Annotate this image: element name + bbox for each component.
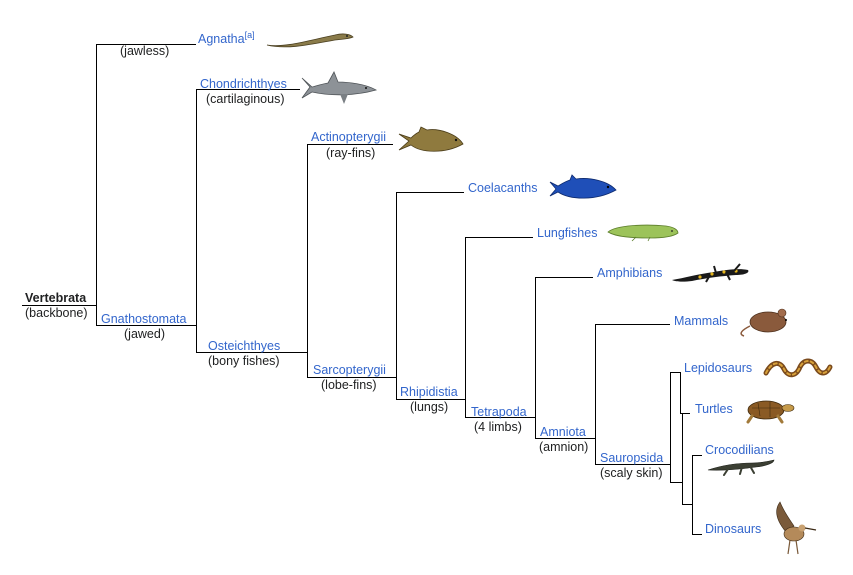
amniota-link[interactable]: Amniota: [540, 425, 586, 439]
lamprey-icon: [266, 33, 354, 48]
dinosaurs-link[interactable]: Dinosaurs: [705, 522, 762, 536]
agnatha-note-link[interactable]: [a]: [244, 30, 255, 40]
agnatha-link[interactable]: Agnatha[a]: [198, 30, 255, 47]
gnathostomata-link[interactable]: Gnathostomata: [101, 312, 187, 326]
tetrapoda-trait: (4 limbs): [474, 420, 522, 434]
rhipidistia-link[interactable]: Rhipidistia: [400, 385, 458, 399]
mammals-link[interactable]: Mammals: [674, 314, 729, 328]
osteichthyes-link[interactable]: Osteichthyes: [208, 339, 281, 353]
gnathostomata-trait: (jawed): [124, 327, 165, 341]
bird-icon: [776, 501, 817, 555]
actinopterygii-link[interactable]: Actinopterygii: [311, 130, 387, 144]
sauropsida-link[interactable]: Sauropsida: [600, 451, 664, 465]
salamander-icon: [672, 263, 749, 283]
sarcopterygii-trait: (lobe-fins): [321, 378, 377, 392]
root-trait: (backbone): [25, 306, 88, 320]
root-label: Vertebrata: [25, 291, 87, 305]
turtles-link[interactable]: Turtles: [695, 402, 733, 416]
tetrapoda-link[interactable]: Tetrapoda: [471, 405, 527, 419]
rhipidistia-trait: (lungs): [410, 400, 449, 414]
actinopterygii-trait: (ray-fins): [326, 146, 376, 160]
chondrichthyes-link[interactable]: Chondrichthyes: [200, 77, 287, 91]
lungfish-icon: [607, 224, 679, 242]
mouse-icon: [740, 308, 787, 337]
osteichthyes-trait: (bony fishes): [208, 354, 280, 368]
sauropsida-trait: (scaly skin): [600, 466, 663, 480]
lungfishes-link[interactable]: Lungfishes: [537, 226, 598, 240]
lepidosaurs-link[interactable]: Lepidosaurs: [684, 361, 753, 375]
snake-icon: [763, 358, 833, 378]
turtle-icon: [746, 400, 795, 424]
amphibians-link[interactable]: Amphibians: [597, 266, 663, 280]
amniota-trait: (amnion): [539, 440, 589, 454]
crocodile-icon: [707, 459, 775, 476]
carp-icon: [398, 126, 464, 152]
shark-icon: [301, 71, 377, 104]
coelacanth-icon: [549, 174, 617, 199]
coelacanths-link[interactable]: Coelacanths: [468, 181, 538, 195]
agnatha-trait: (jawless): [120, 44, 170, 58]
sarcopterygii-link[interactable]: Sarcopterygii: [313, 363, 386, 377]
crocodilians-link[interactable]: Crocodilians: [705, 443, 774, 457]
chondrichthyes-trait: (cartilaginous): [206, 92, 285, 106]
